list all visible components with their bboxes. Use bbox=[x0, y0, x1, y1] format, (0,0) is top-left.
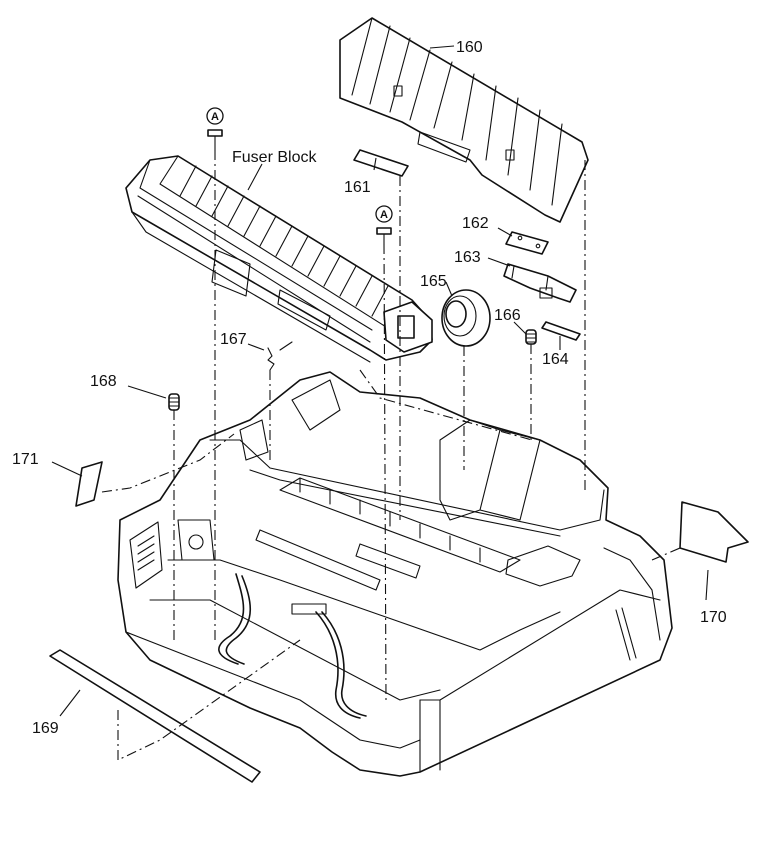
spring-167 bbox=[267, 341, 293, 371]
label-165: 165 bbox=[420, 273, 447, 290]
screw-a-left: A bbox=[206, 107, 224, 151]
belt-169 bbox=[49, 649, 261, 783]
label-164: 164 bbox=[542, 351, 569, 368]
label-170: 170 bbox=[700, 609, 727, 626]
label-161: 161 bbox=[344, 179, 371, 196]
label-168: 168 bbox=[90, 373, 117, 390]
sheet-170 bbox=[679, 501, 749, 563]
label-162: 162 bbox=[462, 215, 489, 232]
label-169: 169 bbox=[32, 720, 59, 737]
clip-171 bbox=[75, 461, 103, 507]
fuser-block bbox=[125, 155, 433, 363]
spring-166 bbox=[525, 329, 537, 345]
sheet-161 bbox=[353, 149, 409, 177]
plate-164 bbox=[541, 321, 581, 341]
label-fuser-block: Fuser Block bbox=[232, 149, 317, 166]
gear-165 bbox=[441, 289, 491, 347]
label-167: 167 bbox=[220, 331, 247, 348]
ref-a-label-right: A bbox=[380, 209, 388, 221]
ref-a-label-left: A bbox=[211, 111, 219, 123]
label-166: 166 bbox=[494, 307, 521, 324]
label-163: 163 bbox=[454, 249, 481, 266]
leader-lines bbox=[51, 45, 709, 717]
part-labels: Fuser Block 160 161 162 163 164 165 166 … bbox=[12, 39, 727, 737]
label-160: 160 bbox=[456, 39, 483, 56]
bracket-163 bbox=[503, 263, 577, 303]
label-171: 171 bbox=[12, 451, 39, 468]
plate-162 bbox=[505, 231, 549, 255]
screw-a-right: A bbox=[375, 205, 393, 245]
alignment-lines bbox=[101, 150, 681, 761]
paper-support-160 bbox=[339, 17, 589, 223]
spring-168 bbox=[168, 393, 180, 411]
printer-chassis bbox=[117, 371, 673, 777]
